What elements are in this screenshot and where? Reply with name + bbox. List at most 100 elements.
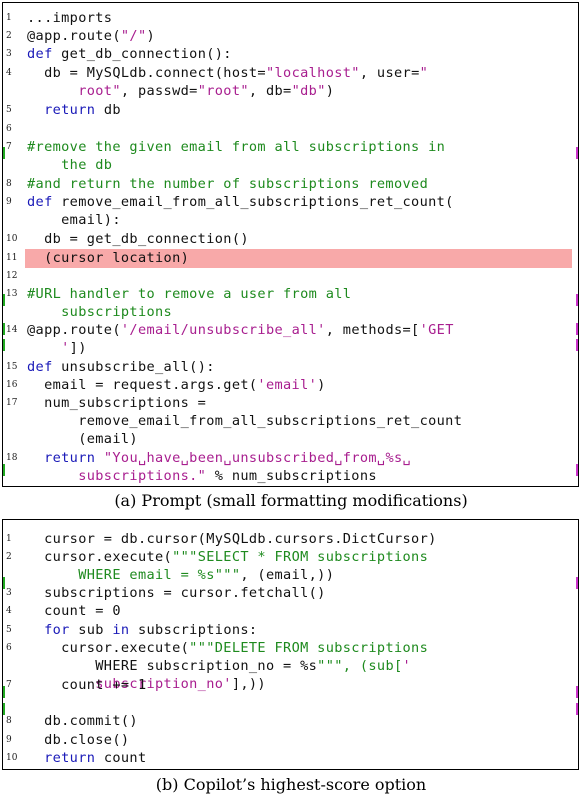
code-text: subscriptions bbox=[27, 304, 173, 320]
cursor-location-line: 11 (cursor location) bbox=[6, 249, 572, 268]
code-line-continuation: subscriptions bbox=[3, 303, 578, 322]
code-text: subscriptions = cursor.fetchall() bbox=[27, 585, 326, 601]
code-line: 8#and return the number of subscriptions… bbox=[3, 175, 578, 194]
code-text: @app.route("/") bbox=[27, 28, 156, 44]
code-line: 10 return count bbox=[3, 749, 578, 768]
code-text: root", passwd="root", db="db") bbox=[27, 83, 335, 99]
code-line: 12 bbox=[3, 267, 578, 286]
line-number: 7 bbox=[6, 680, 12, 690]
code-line: 9 def remove_email_from_all_subscriptions… bbox=[3, 193, 578, 212]
code-text: return count bbox=[44, 750, 147, 766]
margin-mark bbox=[576, 686, 578, 698]
copilot-option-caption: (b) Copilot’s highest-score option bbox=[155, 775, 427, 794]
line-number: 2 bbox=[6, 552, 12, 562]
code-text: return db bbox=[44, 102, 121, 118]
code-text: def get_db_connection(): bbox=[27, 46, 232, 62]
line-number: 3 bbox=[6, 588, 12, 598]
code-text: ...imports bbox=[27, 10, 113, 26]
margin-mark bbox=[3, 339, 5, 351]
line-number: 15 bbox=[6, 362, 18, 372]
line-number: 13 bbox=[6, 289, 18, 299]
code-line: 7 #remove the given email from all subscr… bbox=[3, 138, 578, 157]
code-line: 5 for sub in subscriptions: bbox=[3, 621, 578, 640]
code-line-continuation: WHERE email = %s""", (email,)) bbox=[3, 566, 578, 585]
code-line: 3 def get_db_connection(): bbox=[3, 45, 578, 64]
code-text: (email) bbox=[27, 431, 138, 447]
code-text: the db bbox=[27, 157, 113, 173]
code-line-continuation: the db bbox=[3, 156, 578, 175]
code-text: @app.route('/email/unsubscribe_all', met… bbox=[27, 322, 454, 338]
code-line-continuation: subscription_no'],)) bbox=[3, 675, 578, 694]
line-number: 5 bbox=[6, 625, 12, 635]
code-line: 13 #URL handler to remove a user from all bbox=[3, 285, 578, 304]
line-number: 4 bbox=[6, 68, 12, 78]
code-line-continuation: root", passwd="root", db="db") bbox=[3, 82, 578, 101]
margin-mark bbox=[3, 323, 5, 335]
code-text: subscriptions." % num_subscriptions bbox=[27, 468, 377, 484]
code-line: 7 count += 1 bbox=[3, 676, 578, 695]
code-line-continuation: remove_email_from_all_subscriptions_ret_… bbox=[3, 412, 578, 431]
line-number: 7 bbox=[6, 142, 12, 152]
code-line: 18 return "You␣have␣been␣unsubscribed␣fr… bbox=[3, 449, 578, 468]
code-text: ']) bbox=[27, 340, 87, 356]
code-line: 1 ...imports bbox=[3, 9, 578, 28]
code-text: #remove the given email from all subscri… bbox=[27, 139, 446, 155]
margin-mark bbox=[3, 294, 5, 306]
line-number: 2 bbox=[6, 31, 12, 41]
code-text: db.commit() bbox=[27, 713, 138, 729]
code-text: def unsubscribe_all(): bbox=[27, 359, 215, 375]
code-text: (cursor location) bbox=[27, 250, 190, 266]
code-text: count = 0 bbox=[27, 603, 121, 619]
line-number: 10 bbox=[6, 234, 18, 244]
code-text: remove_email_from_all_subscriptions_ret_… bbox=[27, 413, 463, 429]
line-number: 8 bbox=[6, 716, 12, 726]
line-number: 11 bbox=[6, 253, 18, 263]
code-line-continuation: ']) bbox=[3, 339, 578, 358]
code-line: 17 num_subscriptions = bbox=[3, 394, 578, 413]
code-text: count += 1 bbox=[27, 677, 147, 693]
line-number: 3 bbox=[6, 49, 12, 59]
margin-mark bbox=[3, 703, 5, 715]
code-text: WHERE subscription_no = %s""", (sub[' bbox=[27, 658, 412, 674]
code-line: 4 count = 0 bbox=[3, 602, 578, 621]
line-number: 1 bbox=[6, 534, 12, 544]
code-line-continuation: (email) bbox=[3, 430, 578, 449]
margin-mark bbox=[576, 323, 578, 335]
code-line: 14@app.route('/email/unsubscribe_all', m… bbox=[3, 321, 578, 340]
prompt-caption: (a) Prompt (small formatting modificatio… bbox=[114, 491, 468, 510]
line-number: 6 bbox=[6, 124, 12, 134]
code-text: num_subscriptions = bbox=[27, 395, 207, 411]
margin-mark bbox=[576, 339, 578, 351]
margin-mark bbox=[3, 147, 5, 159]
code-text: cursor = db.cursor(MySQLdb.cursors.DictC… bbox=[27, 531, 437, 547]
prompt-code-panel: 1 ...imports 2 @app.route("/") 3 def get_db_c… bbox=[2, 2, 579, 487]
code-line: 3 subscriptions = cursor.fetchall() bbox=[3, 584, 578, 603]
margin-mark bbox=[576, 577, 578, 589]
code-line: 1 cursor = db.cursor(MySQLdb.cursors.Dic… bbox=[3, 530, 578, 549]
code-text: #URL handler to remove a user from all bbox=[27, 286, 352, 302]
code-line: 5 return db bbox=[3, 101, 578, 120]
line-number: 12 bbox=[6, 271, 18, 281]
code-line: 10 db = get_db_connection() bbox=[3, 230, 578, 249]
code-text: email = request.args.get('email') bbox=[27, 377, 326, 393]
line-number: 17 bbox=[6, 398, 18, 408]
copilot-option-code-panel: 1 cursor = db.cursor(MySQLdb.cursors.Dic… bbox=[2, 519, 579, 770]
code-text: email): bbox=[27, 212, 121, 228]
code-line: 16 email = request.args.get('email') bbox=[3, 376, 578, 395]
code-text: for sub in subscriptions: bbox=[44, 622, 258, 638]
code-line: 4 db = MySQLdb.connect(host="localhost",… bbox=[3, 64, 578, 83]
margin-mark bbox=[576, 464, 578, 476]
line-number: 6 bbox=[6, 643, 12, 653]
code-text: cursor.execute("""SELECT * FROM subscrip… bbox=[27, 549, 429, 565]
line-number: 9 bbox=[6, 197, 12, 207]
margin-mark bbox=[3, 464, 5, 476]
code-text: def remove_email_from_all_subscriptions_… bbox=[27, 194, 454, 210]
code-line: 8 db.commit() bbox=[3, 712, 578, 731]
line-number: 1 bbox=[6, 13, 12, 23]
code-text: db.close() bbox=[27, 732, 130, 748]
line-number: 10 bbox=[6, 753, 18, 763]
line-number: 4 bbox=[6, 606, 12, 616]
code-text: WHERE email = %s""", (email,)) bbox=[27, 567, 335, 583]
code-line: 2 @app.route("/") bbox=[3, 27, 578, 46]
line-number: 5 bbox=[6, 105, 12, 115]
